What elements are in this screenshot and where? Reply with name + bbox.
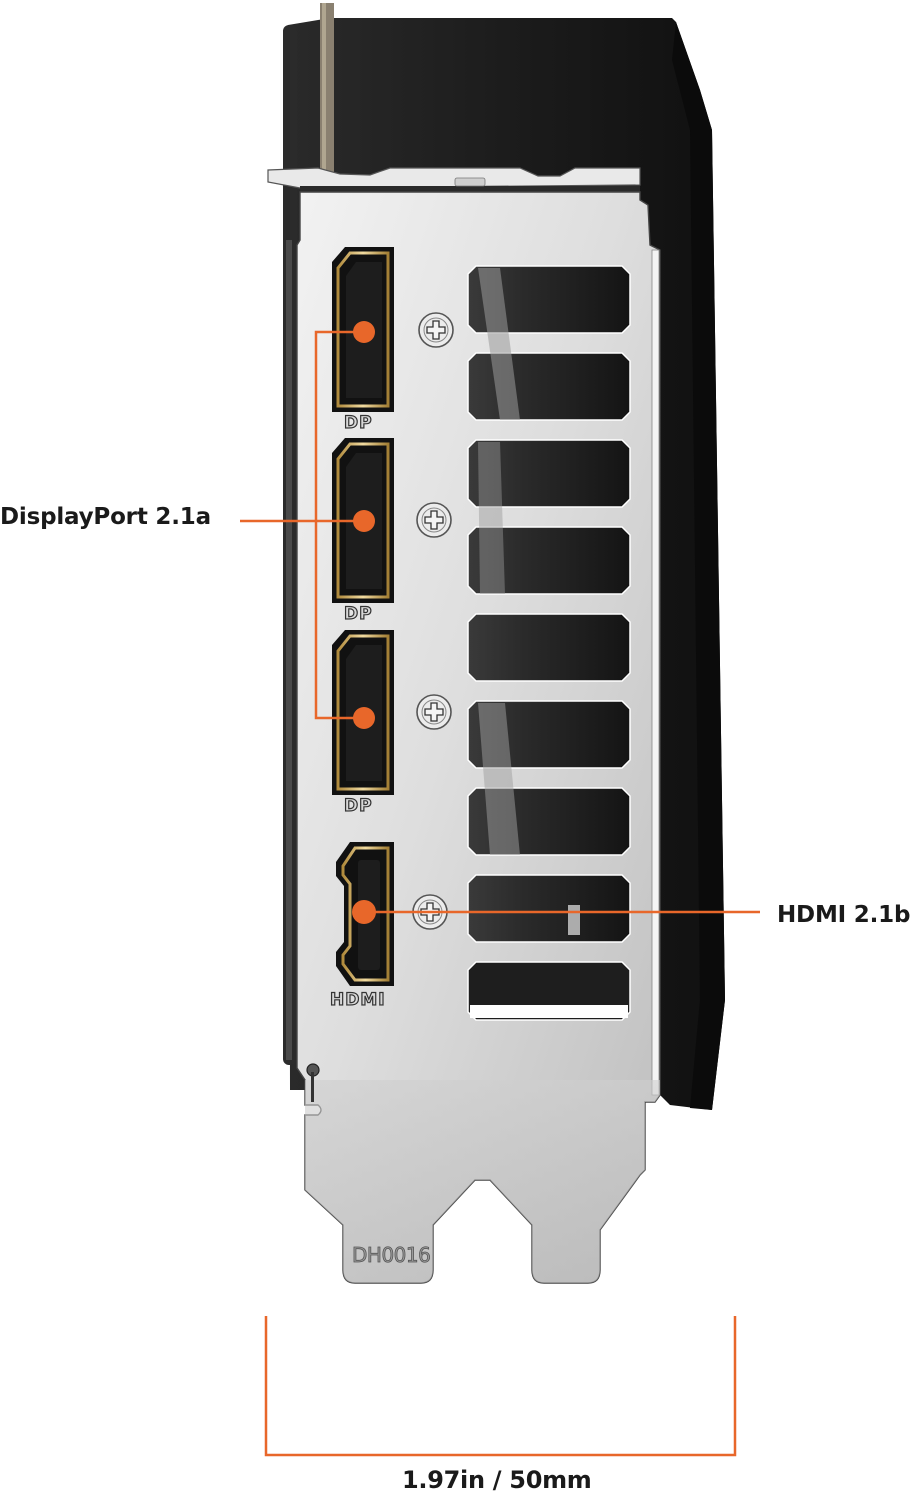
vent-slots [467, 265, 631, 1021]
displayport-callout-label: DisplayPort 2.1a [0, 504, 211, 530]
dimension-label: 1.97in / 50mm [402, 1466, 592, 1494]
screw-icons [412, 312, 454, 930]
dp-port-label-2: DP [343, 603, 373, 624]
callout-dots [352, 321, 376, 924]
callout-lines [240, 330, 760, 1457]
pcb-edge-highlight [322, 3, 326, 173]
bracket-lip [651, 249, 660, 1096]
dp-port-label-3: DP [343, 795, 373, 816]
dp-port-label-1: DP [343, 412, 373, 433]
hdmi-callout-label: HDMI 2.1b [777, 902, 911, 928]
bracket-stamp: DH0016 [352, 1243, 432, 1268]
hdmi-port-label: HDMI [329, 989, 386, 1010]
bracket-top-tab [267, 167, 641, 192]
